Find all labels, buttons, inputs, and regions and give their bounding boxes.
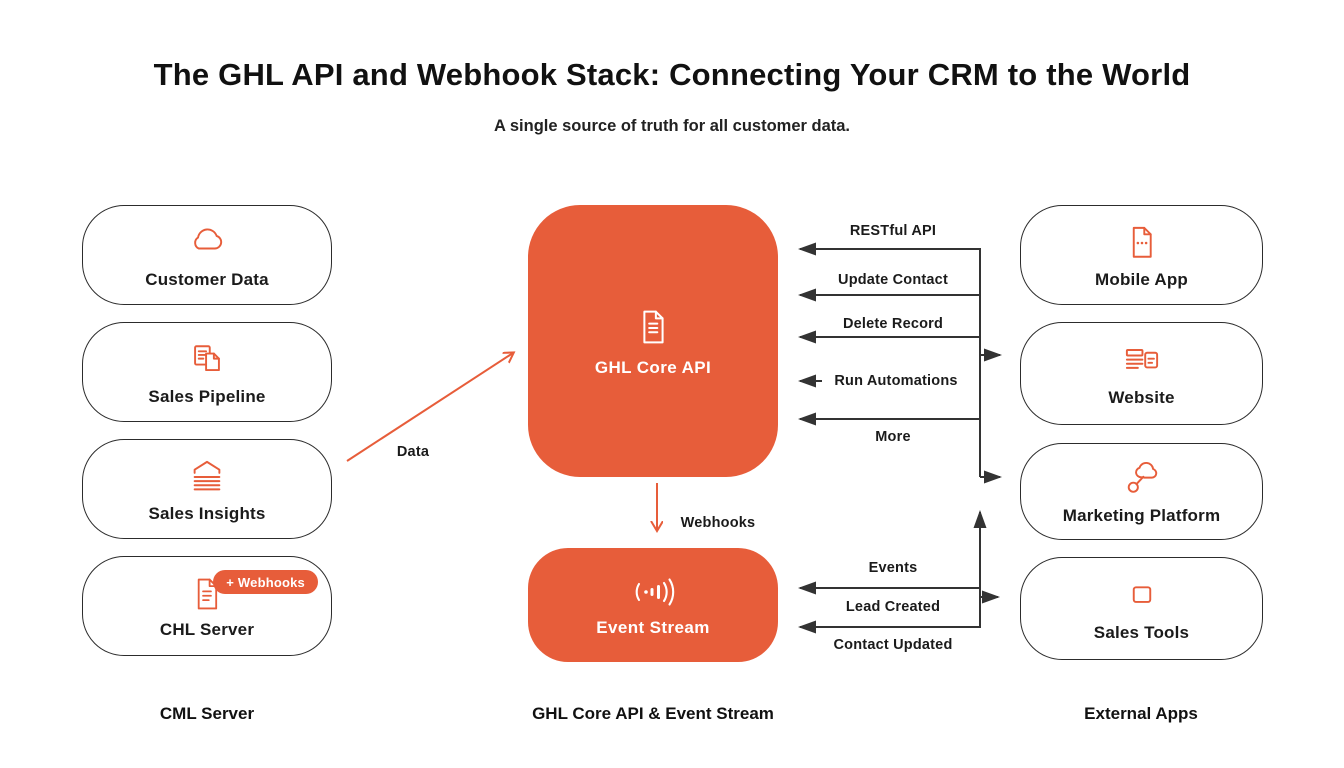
ghl-core-api-box: GHL Core API bbox=[528, 205, 778, 477]
flow-label-delete-record: Delete Record bbox=[842, 316, 944, 332]
flow-label-data: Data bbox=[396, 444, 430, 460]
website-box: Website bbox=[1020, 322, 1263, 425]
node-label: Event Stream bbox=[596, 618, 710, 637]
flow-label-run-automations: Run Automations bbox=[834, 373, 958, 389]
page-subtitle: A single source of truth for all custome… bbox=[493, 117, 851, 135]
flow-label-lead-created: Lead Created bbox=[845, 599, 941, 615]
flow-label-more: More bbox=[875, 429, 911, 445]
node-label: Sales Tools bbox=[1093, 623, 1190, 642]
footer-label-external-apps: External Apps bbox=[1084, 704, 1198, 723]
page-title: The GHL API and Webhook Stack: Connectin… bbox=[153, 57, 1191, 92]
node-label: Sales Insights bbox=[148, 503, 266, 523]
node-label: Marketing Platform bbox=[1062, 506, 1221, 525]
flow-label-update-contact: Update Contact bbox=[838, 272, 948, 288]
sales-insights-box: Sales Insights bbox=[82, 439, 332, 539]
footer-label-center: GHL Core API & Event Stream bbox=[532, 704, 774, 723]
node-label: CHL Server bbox=[159, 619, 255, 639]
event-stream-box: Event Stream bbox=[528, 548, 778, 662]
node-label: GHL Core API bbox=[594, 358, 712, 377]
documents-icon bbox=[194, 344, 220, 371]
square-icon bbox=[1132, 586, 1151, 603]
flow-label-contact-updated: Contact Updated bbox=[833, 637, 953, 653]
flow-label-restful-api: RESTful API bbox=[849, 223, 937, 239]
website-icon bbox=[1125, 349, 1158, 369]
mobile-app-box: Mobile App bbox=[1020, 205, 1263, 305]
arrow-data bbox=[346, 353, 513, 462]
flow-label-events: Events bbox=[868, 560, 918, 576]
node-label: Customer Data bbox=[145, 269, 269, 289]
node-label: Website bbox=[1108, 388, 1175, 407]
webhooks-badge: + Webhooks bbox=[213, 570, 318, 594]
footer-label-cml-server: CML Server bbox=[159, 704, 255, 723]
share-cloud-icon bbox=[1127, 461, 1157, 493]
sales-tools-box: Sales Tools bbox=[1020, 557, 1263, 660]
cloud-icon bbox=[194, 228, 223, 249]
insights-stack-icon bbox=[193, 460, 221, 490]
broadcast-icon bbox=[635, 578, 675, 606]
sales-pipeline-box: Sales Pipeline bbox=[82, 322, 332, 422]
api-document-icon bbox=[643, 310, 664, 344]
node-label: Sales Pipeline bbox=[148, 386, 266, 406]
marketing-platform-box: Marketing Platform bbox=[1020, 443, 1263, 540]
chl-server-box: + Webhooks CHL Server bbox=[82, 556, 332, 656]
mobile-document-icon bbox=[1132, 226, 1152, 258]
node-label: Mobile App bbox=[1095, 269, 1188, 289]
customer-data-box: Customer Data bbox=[82, 205, 332, 305]
flow-label-webhooks: Webhooks bbox=[680, 515, 756, 531]
